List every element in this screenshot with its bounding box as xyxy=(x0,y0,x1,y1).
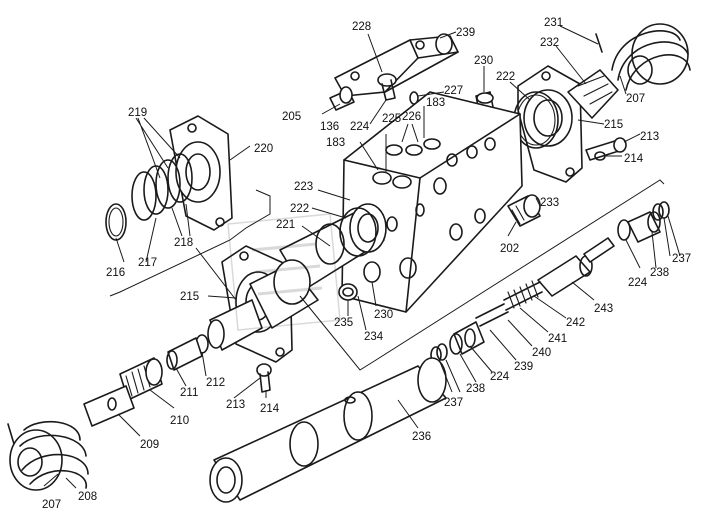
label-233: 233 xyxy=(540,197,559,209)
label-232: 232 xyxy=(540,37,559,49)
label-212: 212 xyxy=(206,377,225,389)
label-224-top: 224 xyxy=(350,121,370,133)
label-205: 205 xyxy=(282,111,301,123)
nut-210 xyxy=(119,357,163,401)
label-222: 222 xyxy=(496,71,515,83)
tube-236 xyxy=(209,357,447,503)
label-236: 236 xyxy=(412,431,431,443)
label-216: 216 xyxy=(106,267,125,279)
cap-239 xyxy=(334,33,459,97)
spring-242 xyxy=(503,280,543,311)
label-240: 240 xyxy=(532,347,551,359)
label-235: 235 xyxy=(334,317,353,329)
pin-241-240 xyxy=(475,303,509,327)
label-213-left: 213 xyxy=(226,399,245,411)
bolt-213-right xyxy=(585,137,627,161)
label-183-left: 183 xyxy=(326,137,345,149)
valve-body xyxy=(341,91,523,313)
label-222-left: 222 xyxy=(290,203,309,215)
label-211: 211 xyxy=(180,387,198,399)
label-183-top: 183 xyxy=(426,97,445,109)
leader-lines xyxy=(43,25,681,489)
label-215-right: 215 xyxy=(604,119,623,131)
spring-207-right xyxy=(595,23,691,91)
plug-235 xyxy=(338,283,358,301)
flange-215-right xyxy=(517,65,583,183)
bolt-213-left xyxy=(256,363,272,393)
ring-224-right xyxy=(617,219,631,241)
label-220: 220 xyxy=(254,143,273,155)
label-210: 210 xyxy=(170,415,189,427)
spool-243 xyxy=(537,237,615,297)
label-234: 234 xyxy=(364,331,384,343)
label-214-right: 214 xyxy=(624,153,644,165)
label-136: 136 xyxy=(320,121,339,133)
flange-220-left xyxy=(169,115,233,231)
collar-238-right xyxy=(627,211,661,243)
label-237-right: 237 xyxy=(672,253,691,265)
label-215-left: 215 xyxy=(180,291,199,303)
label-227: 227 xyxy=(444,85,463,97)
sleeve-232 xyxy=(567,69,619,119)
label-219: 219 xyxy=(128,107,147,119)
label-213-right: 213 xyxy=(640,131,659,143)
shaft-left xyxy=(207,299,263,351)
rings-237-right xyxy=(652,201,670,221)
label-221: 221 xyxy=(276,219,295,231)
bolt-136 xyxy=(377,73,397,101)
plug-230-bottom xyxy=(363,261,381,283)
spring-207-left xyxy=(7,420,89,491)
label-218: 218 xyxy=(174,237,193,249)
ring-222-left xyxy=(339,207,377,257)
label-238-right: 238 xyxy=(650,267,669,279)
label-239: 239 xyxy=(456,27,475,39)
label-207-left: 207 xyxy=(42,499,61,511)
ring-216 xyxy=(105,203,127,241)
label-209: 209 xyxy=(140,439,159,451)
washer-214-right xyxy=(594,151,606,161)
label-231: 231 xyxy=(544,17,563,29)
label-224-left: 224 xyxy=(490,371,510,383)
label-226: 226 xyxy=(402,111,421,123)
screw-205 xyxy=(329,86,355,111)
plug-233 xyxy=(507,194,541,227)
label-230-bottom: 230 xyxy=(374,309,393,321)
label-208: 208 xyxy=(78,491,97,503)
label-242: 242 xyxy=(566,317,585,329)
label-239-bottom: 239 xyxy=(514,361,533,373)
rod-209 xyxy=(83,385,135,427)
part-labels: 228 239 230 231 232 222 227 205 136 183 … xyxy=(42,17,691,511)
sleeve-211 xyxy=(166,337,203,371)
collar-238-left xyxy=(449,321,485,355)
label-202: 202 xyxy=(500,243,519,255)
label-228: 228 xyxy=(352,21,371,33)
label-241: 241 xyxy=(548,333,567,345)
label-214-left: 214 xyxy=(260,403,280,415)
label-225: 225 xyxy=(382,113,401,125)
label-207-right: 207 xyxy=(626,93,645,105)
label-230: 230 xyxy=(474,55,493,67)
watermark-logo xyxy=(227,213,341,331)
label-223: 223 xyxy=(294,181,313,193)
label-238-left: 238 xyxy=(466,383,485,395)
label-243: 243 xyxy=(594,303,613,315)
label-237-left: 237 xyxy=(444,397,463,409)
label-224-right: 224 xyxy=(628,277,648,289)
label-217: 217 xyxy=(138,257,157,269)
ring-224-left xyxy=(464,328,476,348)
